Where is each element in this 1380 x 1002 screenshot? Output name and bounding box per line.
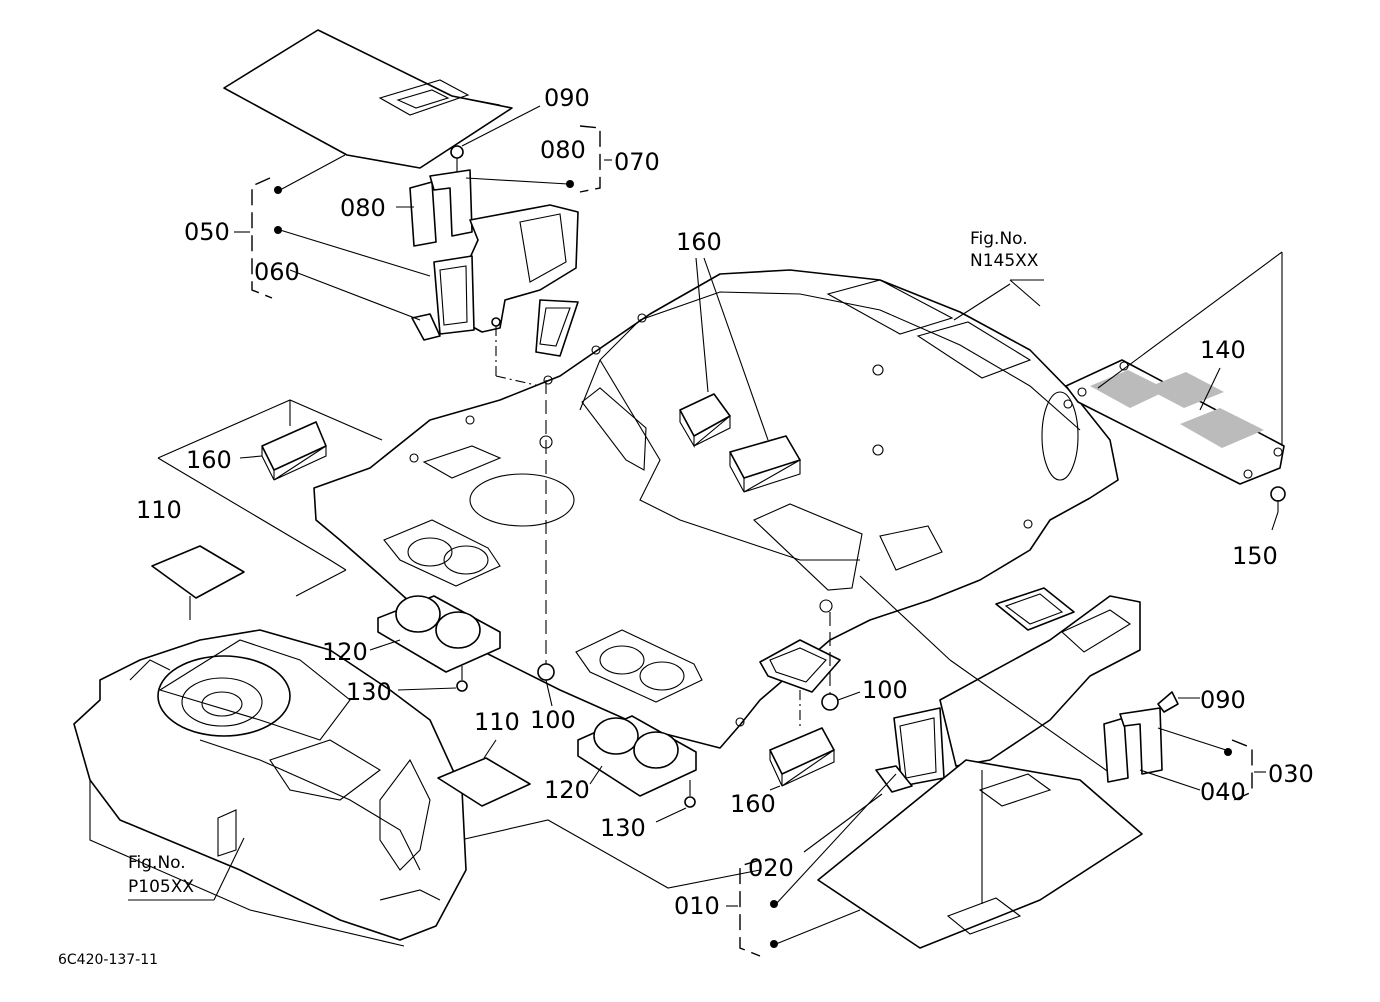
fig-ref-n145-line1: Fig.No. — [970, 229, 1028, 249]
panel-140 — [1065, 251, 1285, 485]
screw-130-top — [397, 666, 468, 692]
fig-ref-n145-line2: N145XX — [970, 251, 1039, 271]
screw-130-bottom — [655, 780, 696, 823]
switch-160-top-b — [729, 435, 801, 493]
speaker-120-bottom — [577, 715, 697, 797]
label-130-top: 130 — [346, 678, 392, 706]
switch-160-bottom — [769, 727, 835, 791]
label-160-left: 160 — [186, 446, 232, 474]
label-060: 060 — [254, 258, 300, 286]
label-160-bottom: 160 — [730, 790, 776, 818]
label-090-top: 090 — [544, 84, 590, 112]
label-090-right: 090 — [1200, 686, 1246, 714]
label-080-top: 080 — [540, 136, 586, 164]
speaker-120-top — [369, 595, 501, 673]
screw-100-right — [821, 612, 861, 711]
switch-160-left — [239, 400, 327, 481]
blower-assembly — [73, 545, 467, 947]
label-010: 010 — [674, 892, 720, 920]
label-030: 030 — [1268, 760, 1314, 788]
label-100-right: 100 — [862, 676, 908, 704]
switch-160-top-a — [679, 393, 731, 449]
screw-090-right — [1157, 691, 1200, 713]
clip-040 — [1103, 707, 1232, 791]
fig-ref-p105-line2: P105XX — [128, 877, 194, 897]
label-110-mid: 110 — [474, 708, 520, 736]
roof-panel — [313, 269, 1119, 749]
right-duct-assembly — [859, 575, 1141, 793]
top-mat-assembly — [223, 29, 579, 387]
label-110-top: 110 — [136, 496, 182, 524]
label-160-top: 160 — [676, 228, 722, 256]
label-150: 150 — [1232, 542, 1278, 570]
label-080-mid: 080 — [340, 194, 386, 222]
label-040: 040 — [1200, 778, 1246, 806]
figure-code: 6C420-137-11 — [58, 952, 158, 968]
callout-labels: 090 080 070 080 050 060 160 Fig.No. N145… — [58, 84, 1314, 968]
label-140: 140 — [1200, 336, 1246, 364]
label-100-left: 100 — [530, 706, 576, 734]
screw-100-left — [537, 380, 555, 707]
label-070: 070 — [614, 148, 660, 176]
label-130-bottom: 130 — [600, 814, 646, 842]
screw-150 — [1270, 486, 1286, 531]
label-120-bottom: 120 — [544, 776, 590, 804]
label-050: 050 — [184, 218, 230, 246]
fig-ref-p105-line1: Fig.No. — [128, 853, 186, 873]
label-020: 020 — [748, 854, 794, 882]
label-120-top: 120 — [322, 638, 368, 666]
